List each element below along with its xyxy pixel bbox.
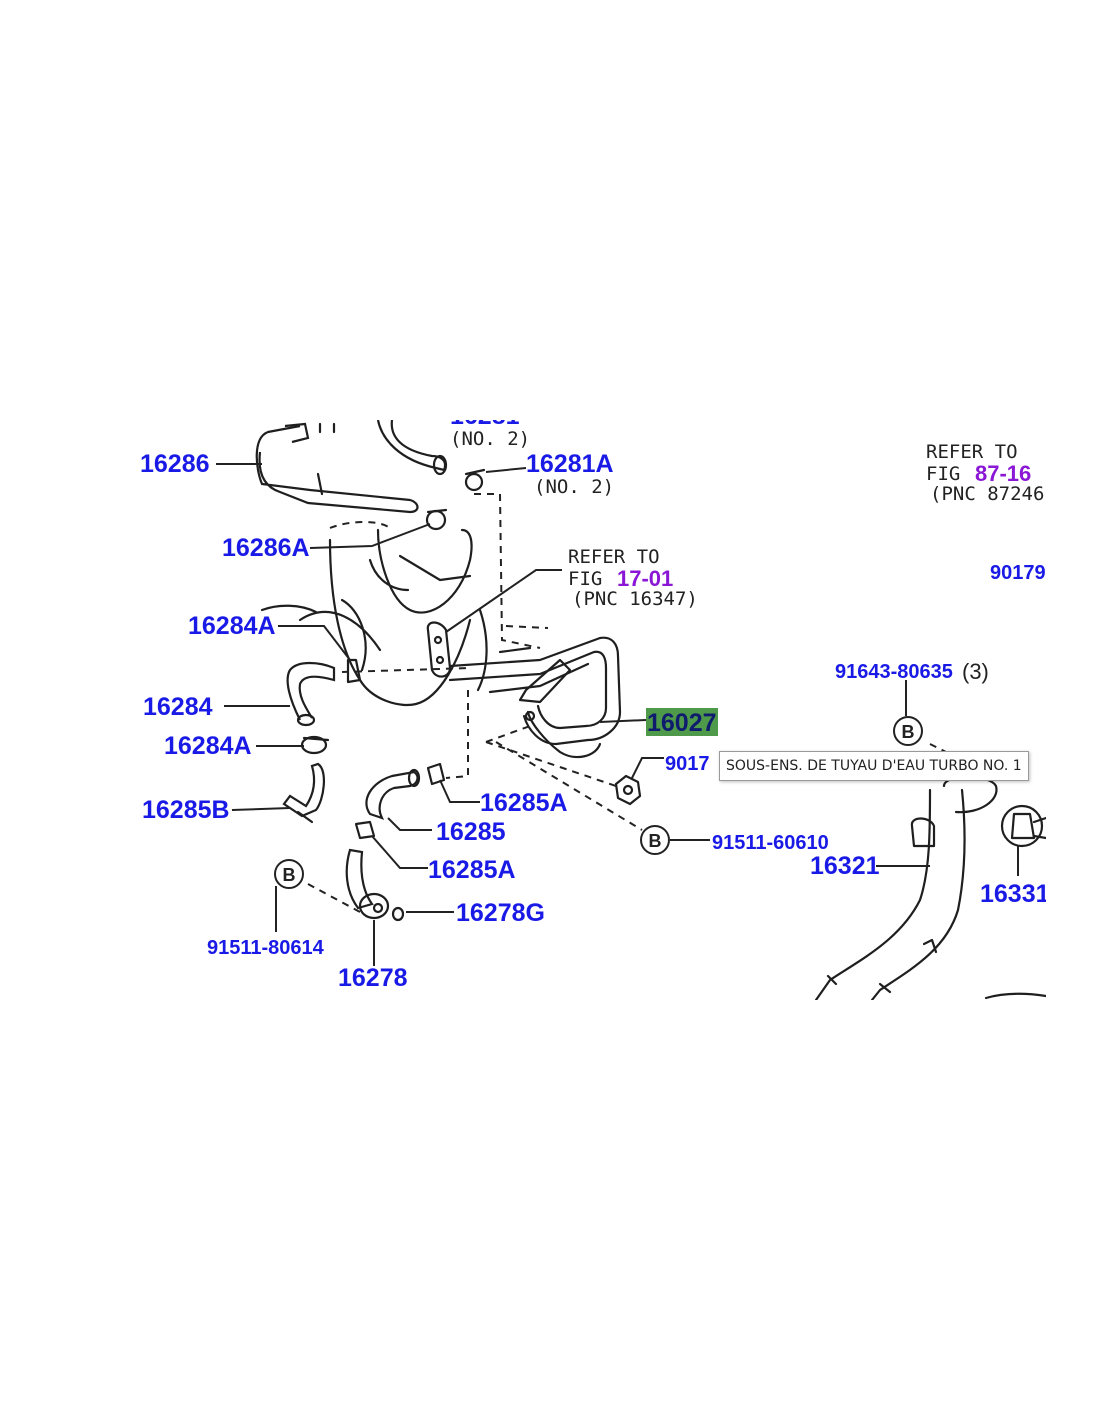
hose-16285-drawing: [365, 768, 421, 820]
clamp-16285A-upper-drawing: [426, 762, 446, 786]
part-quantity: (3): [962, 659, 989, 684]
hose-16284-drawing: [286, 658, 362, 727]
svg-text:REFER TO: REFER TO: [568, 546, 660, 568]
hose-16281-drawing: [318, 420, 448, 476]
part-label-16027-highlighted[interactable]: 16027: [646, 708, 718, 737]
part-label-16278G[interactable]: 16278G: [456, 899, 545, 927]
part-label-91511-80614[interactable]: 91511-80614: [207, 937, 325, 959]
hose-16285B-drawing: [282, 762, 325, 824]
clamp-16285A-lower-drawing: [354, 820, 376, 840]
part-label-16284A-bottom[interactable]: 16284A: [164, 732, 252, 760]
fig-17-01-link[interactable]: 17-01: [617, 566, 673, 591]
part-label-16278[interactable]: 16278: [338, 964, 408, 992]
callout-b-left: B: [274, 859, 304, 889]
svg-text:B: B: [649, 831, 662, 851]
pipe-16321-drawing: [814, 776, 1046, 1000]
fig-87-16-link[interactable]: 87-16: [975, 461, 1031, 486]
part-label-16286[interactable]: 16286: [140, 450, 210, 478]
bolt-90179-drawing: [614, 774, 642, 806]
svg-text:(PNC 87246: (PNC 87246: [930, 483, 1044, 505]
highlight-box: [646, 708, 718, 736]
part-label-16281-note: (NO. 2): [450, 428, 530, 450]
turbo-body-drawing: [260, 521, 488, 706]
clamp-16286A-drawing: [425, 508, 448, 531]
part-label-16027[interactable]: 16027: [647, 709, 717, 737]
part-label-16286A[interactable]: 16286A: [222, 534, 310, 562]
reference-fig-87-16: REFER TO FIG 87-16 (PNC 87246: [926, 441, 1044, 505]
callout-b-right: B: [893, 716, 923, 746]
water-pipe-16027-drawing: [448, 636, 622, 759]
hose-16286-drawing: [255, 422, 419, 514]
reference-fig-17-01: REFER TO FIG 17-01 (PNC 16347): [568, 546, 698, 610]
pipe-16278-drawing: [345, 848, 405, 922]
part-label-16284A-top[interactable]: 16284A: [188, 612, 276, 640]
clamp-16281A-drawing: [464, 468, 486, 492]
svg-text:REFER TO: REFER TO: [926, 441, 1018, 463]
part-label-16285A-lower[interactable]: 16285A: [428, 856, 516, 884]
svg-text:B: B: [283, 865, 296, 885]
svg-text:FIG: FIG: [568, 568, 602, 590]
callout-b-middle: B: [640, 825, 670, 855]
part-label-16281A-note: (NO. 2): [534, 476, 614, 498]
part-label-16284[interactable]: 16284: [143, 693, 213, 721]
leader-lines: [216, 463, 1019, 966]
part-label-16331[interactable]: 16331: [980, 880, 1050, 908]
part-label-16321[interactable]: 16321: [810, 852, 880, 880]
part-label-91511-60610[interactable]: 91511-60610: [712, 832, 829, 854]
part-label-16285B[interactable]: 16285B: [142, 796, 230, 824]
part-label-16285[interactable]: 16285: [436, 818, 506, 846]
part-tooltip: SOUS-ENS. DE TUYAU D'EAU TURBO NO. 1: [719, 751, 1029, 781]
svg-text:FIG: FIG: [926, 463, 960, 485]
clamp-16284A-bottom-drawing: [300, 735, 330, 755]
part-label-91643-80635[interactable]: 91643-80635: [835, 661, 953, 683]
svg-text:B: B: [902, 722, 915, 742]
part-label-16281A[interactable]: 16281A: [526, 450, 614, 478]
part-16331-drawing: [1000, 804, 1046, 848]
part-label-90179-right[interactable]: 90179: [990, 562, 1046, 584]
svg-text:(PNC 16347): (PNC 16347): [572, 588, 698, 610]
part-label-16281[interactable]: 16281: [450, 402, 520, 430]
part-label-90179-middle[interactable]: 9017: [665, 753, 710, 775]
dashed-lines: [307, 493, 947, 913]
part-label-16285A-upper[interactable]: 16285A: [480, 789, 568, 817]
